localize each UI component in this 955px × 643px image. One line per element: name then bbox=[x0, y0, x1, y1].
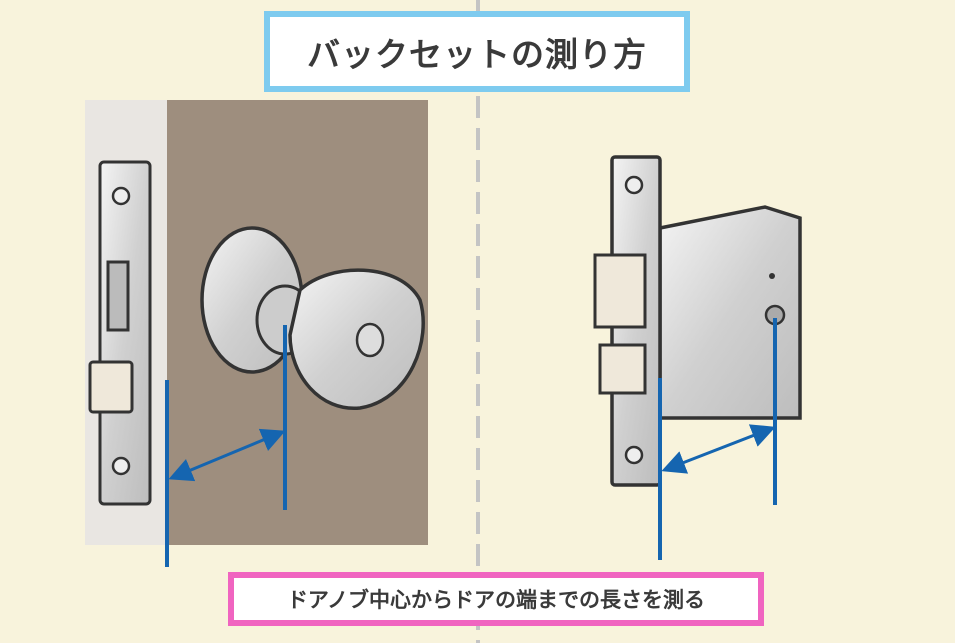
screw-icon bbox=[111, 456, 131, 476]
latch bbox=[598, 343, 647, 395]
screw-icon bbox=[624, 175, 644, 195]
screw-hole-icon bbox=[769, 273, 775, 279]
mortise-lock bbox=[593, 155, 802, 560]
deadbolt-slot bbox=[106, 260, 130, 332]
caption: ドアノブ中心からドアの端までの長さを測る bbox=[228, 572, 764, 626]
backset-arrow bbox=[661, 424, 776, 474]
keyhole-icon bbox=[355, 322, 385, 358]
backset-arrow bbox=[168, 428, 286, 482]
latch bbox=[88, 360, 134, 414]
strike-plate bbox=[98, 160, 152, 506]
deadbolt bbox=[593, 253, 647, 329]
screw-icon bbox=[624, 445, 644, 465]
page-title: バックセットの測り方 bbox=[264, 11, 690, 92]
door-with-knob bbox=[85, 100, 428, 567]
screw-icon bbox=[111, 186, 131, 206]
